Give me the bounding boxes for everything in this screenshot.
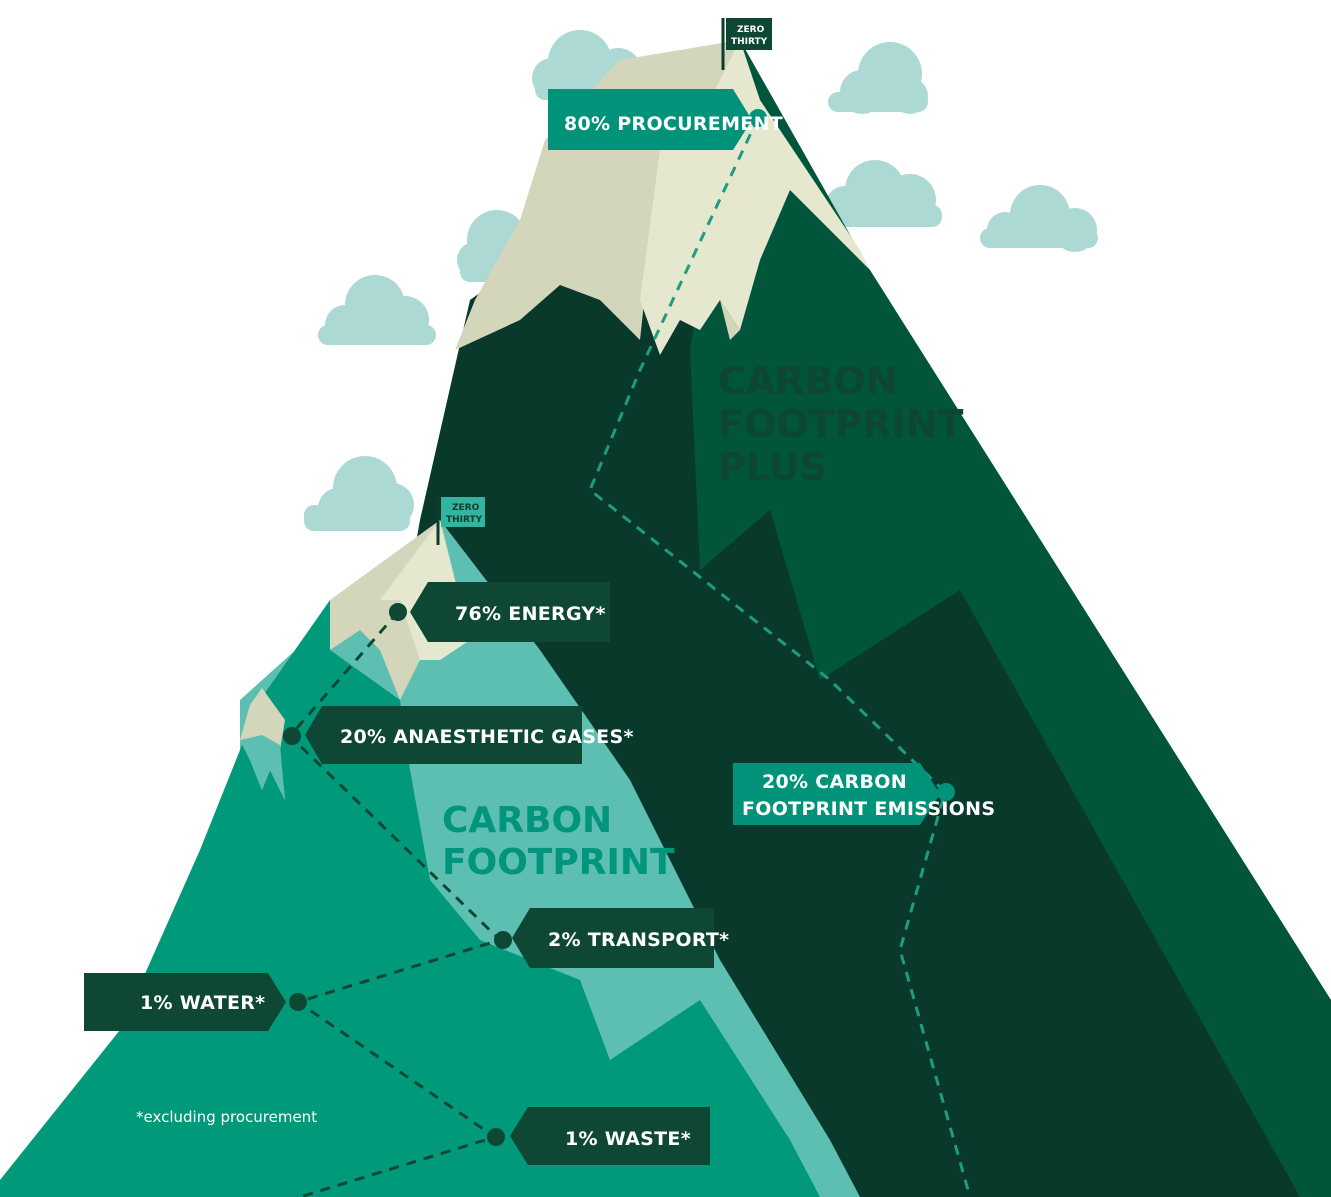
- tag-carbon-emissions-line1: 20% CARBON: [762, 771, 907, 793]
- energy-path: [287, 611, 503, 1197]
- cfp-label-line2: FOOTPRINT: [718, 402, 964, 446]
- cloud: [318, 275, 436, 345]
- flag-small-line1: ZERO: [452, 503, 480, 513]
- cloud: [828, 42, 928, 114]
- tag-anaesthetic-label: 20% ANAESTHETIC GASES*: [340, 726, 634, 748]
- tag-transport: 2% TRANSPORT*: [494, 908, 729, 968]
- procurement-path: [588, 117, 972, 1197]
- cloud: [304, 456, 414, 531]
- carbon-footprint-plus-label: CARBON FOOTPRINT PLUS: [718, 359, 964, 489]
- big-mountain-snow-tip: [720, 300, 740, 340]
- dashed-paths: [287, 117, 972, 1197]
- cloud: [812, 160, 942, 227]
- footnote: *excluding procurement: [136, 1108, 318, 1126]
- tag-waste: 1% WASTE*: [487, 1107, 710, 1165]
- tag-anaesthetic: 20% ANAESTHETIC GASES*: [283, 706, 634, 764]
- zero-thirty-flag-top: [726, 18, 772, 50]
- flag-small-line2: THIRTY: [446, 515, 483, 525]
- tag-carbon-emissions: 20% CARBON FOOTPRINT EMISSIONS: [733, 763, 995, 825]
- small-peak-shadow: [240, 735, 285, 800]
- carbon-footprint-label: CARBON FOOTPRINT: [442, 800, 675, 883]
- tag-procurement: 80% PROCUREMENT: [548, 89, 783, 150]
- big-mountain-snow: [640, 40, 870, 355]
- tag-waste-label: 1% WASTE*: [565, 1128, 691, 1150]
- tag-water: 1% WATER*: [84, 973, 307, 1031]
- flag-small: ZERO THIRTY: [436, 497, 485, 545]
- tag-energy: 76% ENERGY*: [389, 582, 610, 642]
- tag-transport-label: 2% TRANSPORT*: [548, 929, 729, 951]
- cf-label-line1: CARBON: [442, 800, 612, 841]
- small-mountain-teal: [0, 600, 820, 1197]
- cloud: [980, 185, 1098, 252]
- tag-energy-label: 76% ENERGY*: [455, 603, 606, 625]
- tag-water-label: 1% WATER*: [140, 992, 265, 1014]
- flag-top-line2: THIRTY: [731, 37, 768, 47]
- cf-label-line2: FOOTPRINT: [442, 842, 675, 883]
- cfp-label-line1: CARBON: [718, 359, 898, 403]
- cfp-label-line3: PLUS: [718, 445, 827, 489]
- tag-procurement-label: 80% PROCUREMENT: [564, 113, 783, 135]
- tag-carbon-emissions-line2: FOOTPRINT EMISSIONS: [742, 798, 995, 820]
- flag-top: ZERO THIRTY: [721, 18, 772, 70]
- zero-thirty-flag-small: [441, 497, 485, 527]
- flag-top-line1: ZERO: [737, 25, 765, 35]
